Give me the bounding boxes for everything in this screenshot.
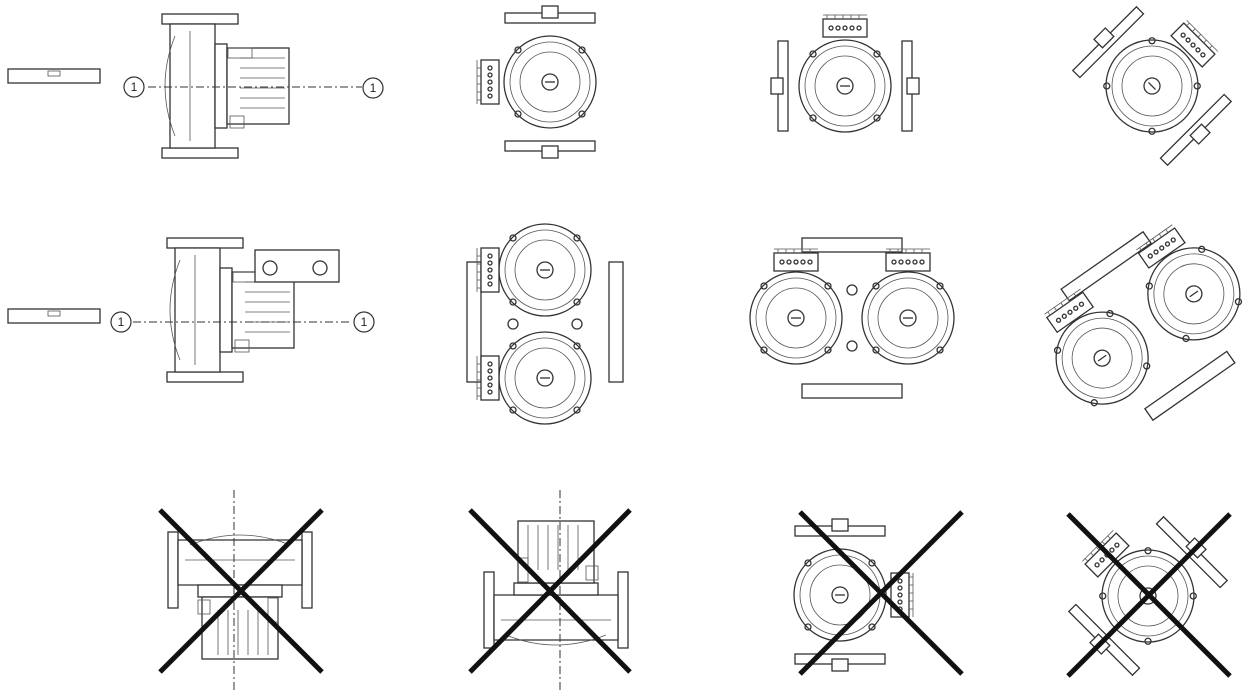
twin-pump-vertical <box>466 223 624 425</box>
pump-front-terminal-top <box>770 14 920 133</box>
axis-marker-right: 1 <box>362 77 384 99</box>
row-3-not-permitted <box>158 490 1233 692</box>
svg-text:1: 1 <box>131 80 138 94</box>
axis-marker-left: 1 <box>110 311 132 333</box>
not-permitted-cross <box>1066 512 1232 678</box>
svg-text:1: 1 <box>361 315 368 329</box>
not-permitted-cross <box>158 508 324 674</box>
twin-pump-rotated <box>1037 224 1252 423</box>
svg-text:1: 1 <box>118 315 125 329</box>
axis-marker-left: 1 <box>123 76 145 98</box>
spirit-level-icon <box>7 68 101 84</box>
pump-side-view-twin <box>133 237 352 383</box>
pump-front-terminal-left <box>476 5 597 159</box>
pump-front-terminal-right <box>793 518 914 672</box>
row-2-permitted: 1 1 <box>7 223 1252 425</box>
not-permitted-cross <box>468 508 632 674</box>
pump-side-view-single <box>148 13 362 159</box>
spirit-level-icon <box>7 308 101 324</box>
pump-front-rotated <box>1067 1 1237 171</box>
svg-text:1: 1 <box>370 81 377 95</box>
twin-pump-horizontal <box>749 237 955 399</box>
axis-marker-right: 1 <box>353 311 375 333</box>
row-1-permitted: 1 1 <box>7 1 1237 171</box>
not-permitted-cross <box>798 510 964 676</box>
